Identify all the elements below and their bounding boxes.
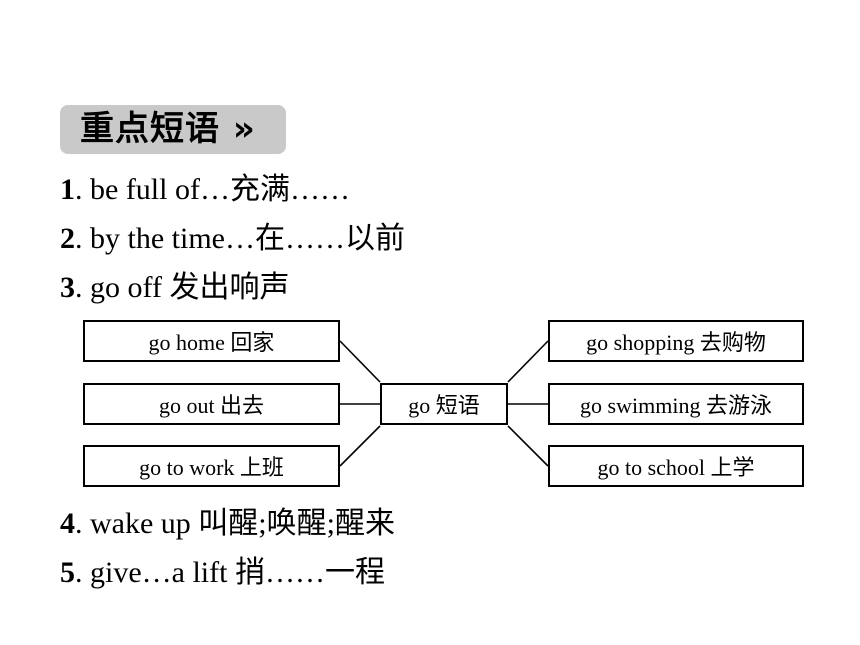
phrase-text: . be full of…充满…… [75, 173, 350, 206]
node-label: go 短语 [408, 393, 480, 418]
node-label: go home 回家 [148, 330, 275, 355]
phrase-number: 1 [60, 173, 75, 206]
phrase-number: 4 [60, 507, 75, 540]
diagram-node-go-out: go out 出去 [83, 383, 340, 425]
phrase-item-3: 3. go off 发出响声 [60, 268, 289, 308]
node-label: go swimming 去游泳 [580, 393, 772, 418]
connector-line [507, 425, 549, 467]
diagram-node-center: go 短语 [380, 383, 508, 425]
node-label: go to work 上班 [139, 455, 284, 480]
node-label: go shopping 去购物 [586, 330, 766, 355]
diagram-node-go-home: go home 回家 [83, 320, 340, 362]
diagram-node-go-shopping: go shopping 去购物 [548, 320, 804, 362]
phrase-item-5: 5. give…a lift 捎……一程 [60, 553, 385, 593]
connector-line [339, 340, 381, 383]
node-label: go to school 上学 [597, 455, 755, 480]
node-label: go out 出去 [158, 393, 265, 418]
diagram-node-go-to-work: go to work 上班 [83, 445, 340, 487]
phrase-text: . wake up 叫醒;唤醒;醒来 [75, 507, 395, 540]
diagram-node-go-to-school: go to school 上学 [548, 445, 804, 487]
phrase-item-2: 2. by the time…在……以前 [60, 219, 405, 259]
chevron-right-icon: » [232, 109, 256, 149]
phrase-number: 5 [60, 556, 75, 589]
phrase-item-4: 4. wake up 叫醒;唤醒;醒来 [60, 504, 395, 544]
section-heading: 重点短语 » [60, 105, 286, 154]
phrase-number: 2 [60, 222, 75, 255]
diagram-node-go-swimming: go swimming 去游泳 [548, 383, 804, 425]
phrase-text: . give…a lift 捎……一程 [75, 556, 385, 589]
phrase-number: 3 [60, 271, 75, 304]
phrase-text: . by the time…在……以前 [75, 222, 405, 255]
phrase-text: . go off 发出响声 [75, 271, 290, 304]
connector-line [507, 340, 549, 383]
phrase-item-1: 1. be full of…充满…… [60, 170, 350, 210]
section-heading-text: 重点短语 [80, 109, 220, 149]
connector-line [339, 425, 381, 467]
